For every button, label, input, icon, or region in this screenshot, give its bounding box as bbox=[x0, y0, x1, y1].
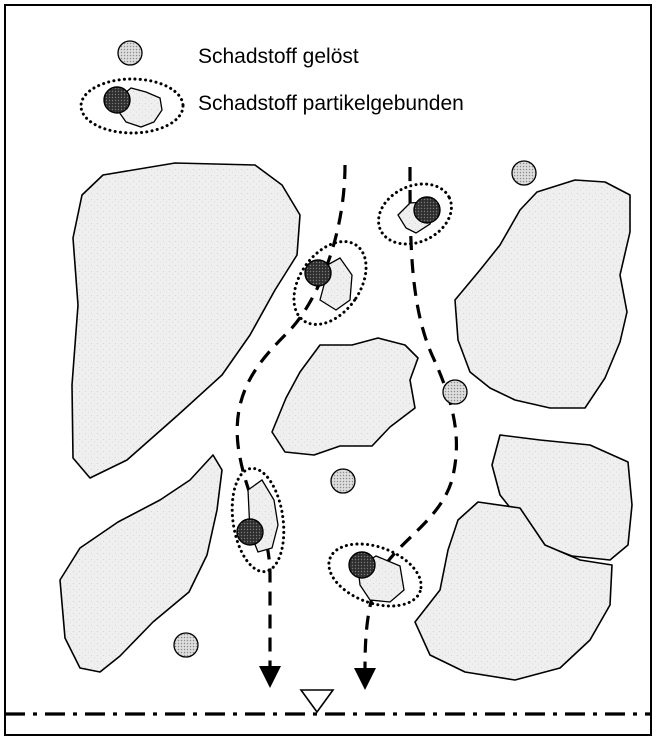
arrowhead-left bbox=[259, 666, 281, 688]
dissolved-particle bbox=[174, 633, 198, 657]
dissolved-particle bbox=[443, 380, 467, 404]
legend-dissolved-label: Schadstoff gelöst bbox=[198, 45, 359, 68]
legend-dissolved-icon bbox=[118, 41, 142, 65]
dissolved-particle bbox=[331, 469, 355, 493]
rock-grain-bottom-left bbox=[60, 455, 222, 672]
dissolved-particle bbox=[512, 161, 536, 185]
legend-particle-label: Schadstoff partikelgebunden bbox=[198, 92, 464, 115]
particle-bound-group bbox=[320, 532, 429, 617]
rock-grain-center bbox=[272, 338, 418, 455]
legend: Schadstoff gelöst Schadstoff partikelgeb… bbox=[81, 41, 464, 133]
particle-bound-group bbox=[369, 173, 462, 256]
water-table-symbol bbox=[301, 690, 333, 712]
legend-particle-icon bbox=[81, 79, 183, 133]
arrowhead-right bbox=[354, 668, 376, 690]
rock-grain-top-left bbox=[72, 163, 300, 478]
particle-bound-group bbox=[226, 465, 290, 575]
rock-grain-top-right bbox=[455, 180, 630, 408]
